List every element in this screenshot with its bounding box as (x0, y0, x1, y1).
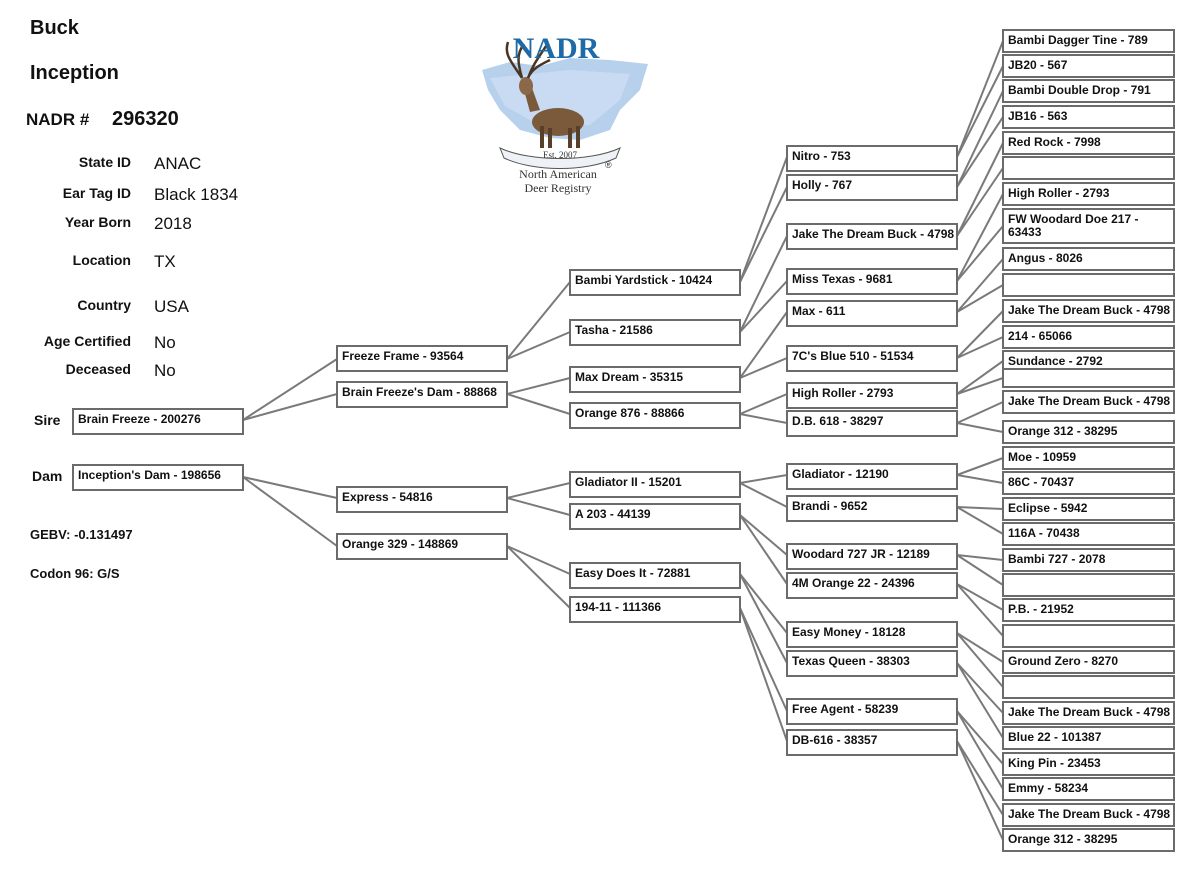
pedigree-box[interactable]: 4M Orange 22 - 24396 (786, 572, 958, 599)
pedigree-box[interactable]: FW Woodard Doe 217 - 63433 (1002, 208, 1175, 244)
pedigree-box[interactable]: A 203 - 44139 (569, 503, 741, 530)
pedigree-box[interactable]: Jake The Dream Buck - 4798 (1002, 299, 1175, 323)
animal-name: Inception (30, 62, 119, 84)
codon-value: Codon 96: G/S (30, 566, 120, 581)
svg-text:North American: North American (519, 167, 597, 181)
svg-text:Est. 2007: Est. 2007 (543, 150, 578, 160)
pedigree-box[interactable]: Easy Money - 18128 (786, 621, 958, 648)
pedigree-box[interactable]: Woodard 727 JR - 12189 (786, 543, 958, 570)
svg-text:Deer Registry: Deer Registry (525, 181, 592, 195)
nadr-logo: Est. 2007 NADR ® North American Deer Reg… (470, 30, 650, 200)
nadr-number: 296320 (112, 108, 179, 130)
info-value: Black 1834 (154, 185, 239, 204)
info-value: TX (154, 252, 176, 271)
nadr-label: NADR # (26, 110, 90, 129)
pedigree-box[interactable]: Express - 54816 (336, 486, 508, 513)
pedigree-box-sire[interactable]: Brain Freeze - 200276 (72, 408, 244, 435)
pedigree-box[interactable]: JB16 - 563 (1002, 105, 1175, 129)
pedigree-box[interactable]: Free Agent - 58239 (786, 698, 958, 725)
pedigree-box[interactable]: Bambi Dagger Tine - 789 (1002, 29, 1175, 53)
svg-text:®: ® (605, 160, 612, 170)
info-label: Deceased (65, 361, 131, 377)
pedigree-box-empty[interactable] (1002, 368, 1175, 388)
info-value: USA (154, 297, 189, 316)
pedigree-box[interactable]: Eclipse - 5942 (1002, 497, 1175, 521)
pedigree-box[interactable]: P.B. - 21952 (1002, 598, 1175, 622)
pedigree-box[interactable]: Bambi Yardstick - 10424 (569, 269, 741, 296)
pedigree-box[interactable]: Orange 312 - 38295 (1002, 828, 1175, 852)
pedigree-box[interactable]: Emmy - 58234 (1002, 777, 1175, 801)
pedigree-box[interactable]: Red Rock - 7998 (1002, 131, 1175, 155)
info-value: ANAC (154, 154, 202, 173)
pedigree-box[interactable]: Bambi Double Drop - 791 (1002, 79, 1175, 103)
page-title: Buck (30, 17, 79, 39)
pedigree-box[interactable]: DB-616 - 38357 (786, 729, 958, 756)
pedigree-box[interactable]: Blue 22 - 101387 (1002, 726, 1175, 750)
pedigree-box[interactable]: D.B. 618 - 38297 (786, 410, 958, 437)
info-label: State ID (78, 154, 131, 170)
pedigree-box[interactable]: 7C's Blue 510 - 51534 (786, 345, 958, 372)
gebv-value: GEBV: -0.131497 (30, 527, 133, 542)
pedigree-box[interactable]: Bambi 727 - 2078 (1002, 548, 1175, 572)
info-value: No (154, 333, 176, 352)
pedigree-box[interactable]: Texas Queen - 38303 (786, 650, 958, 677)
pedigree-box[interactable]: Brandi - 9652 (786, 495, 958, 522)
pedigree-box-dam[interactable]: Inception's Dam - 198656 (72, 464, 244, 491)
pedigree-box[interactable]: High Roller - 2793 (1002, 182, 1175, 206)
info-label: Age Certified (43, 333, 131, 349)
pedigree-box[interactable]: Moe - 10959 (1002, 446, 1175, 470)
pedigree-box-empty[interactable] (1002, 273, 1175, 297)
pedigree-box[interactable]: Jake The Dream Buck - 4798 (1002, 390, 1175, 414)
pedigree-box[interactable]: 194-11 - 111366 (569, 596, 741, 623)
info-label: Location (72, 252, 131, 268)
pedigree-box[interactable]: Jake The Dream Buck - 4798 (1002, 803, 1175, 827)
pedigree-box[interactable]: Brain Freeze's Dam - 88868 (336, 381, 508, 408)
info-label: Year Born (64, 214, 131, 230)
pedigree-box[interactable]: Holly - 767 (786, 174, 958, 201)
pedigree-box-empty[interactable] (1002, 156, 1175, 180)
pedigree-box[interactable]: Freeze Frame - 93564 (336, 345, 508, 372)
pedigree-box[interactable]: Nitro - 753 (786, 145, 958, 172)
pedigree-box[interactable]: Angus - 8026 (1002, 247, 1175, 271)
info-label: Ear Tag ID (62, 185, 131, 201)
pedigree-box[interactable]: Orange 876 - 88866 (569, 402, 741, 429)
pedigree-box[interactable]: 116A - 70438 (1002, 522, 1175, 546)
pedigree-box[interactable]: 86C - 70437 (1002, 471, 1175, 495)
pedigree-box[interactable]: Jake The Dream Buck - 4798 (1002, 701, 1175, 725)
info-value: No (154, 361, 176, 380)
pedigree-box[interactable]: Gladiator II - 15201 (569, 471, 741, 498)
pedigree-box[interactable]: Max - 611 (786, 300, 958, 327)
pedigree-box[interactable]: Max Dream - 35315 (569, 366, 741, 393)
sire-label: Sire (34, 412, 61, 428)
pedigree-box[interactable]: Ground Zero - 8270 (1002, 650, 1175, 674)
pedigree-box[interactable]: Jake The Dream Buck - 4798 (786, 223, 958, 250)
pedigree-box[interactable]: Miss Texas - 9681 (786, 268, 958, 295)
info-label: Country (77, 297, 131, 313)
pedigree-box-empty[interactable] (1002, 624, 1175, 648)
pedigree-box[interactable]: JB20 - 567 (1002, 54, 1175, 78)
pedigree-box-empty[interactable] (1002, 573, 1175, 597)
pedigree-box[interactable]: Easy Does It - 72881 (569, 562, 741, 589)
pedigree-box[interactable]: Orange 312 - 38295 (1002, 420, 1175, 444)
info-value: 2018 (154, 214, 192, 233)
pedigree-box[interactable]: 214 - 65066 (1002, 325, 1175, 349)
pedigree-box[interactable]: King Pin - 23453 (1002, 752, 1175, 776)
svg-text:NADR: NADR (513, 32, 600, 65)
pedigree-box-empty[interactable] (1002, 675, 1175, 699)
pedigree-box[interactable]: Tasha - 21586 (569, 319, 741, 346)
pedigree-box[interactable]: Sundance - 2792 (1002, 350, 1175, 370)
dam-label: Dam (32, 468, 63, 484)
pedigree-box[interactable]: High Roller - 2793 (786, 382, 958, 409)
pedigree-box[interactable]: Gladiator - 12190 (786, 463, 958, 490)
pedigree-box[interactable]: Orange 329 - 148869 (336, 533, 508, 560)
